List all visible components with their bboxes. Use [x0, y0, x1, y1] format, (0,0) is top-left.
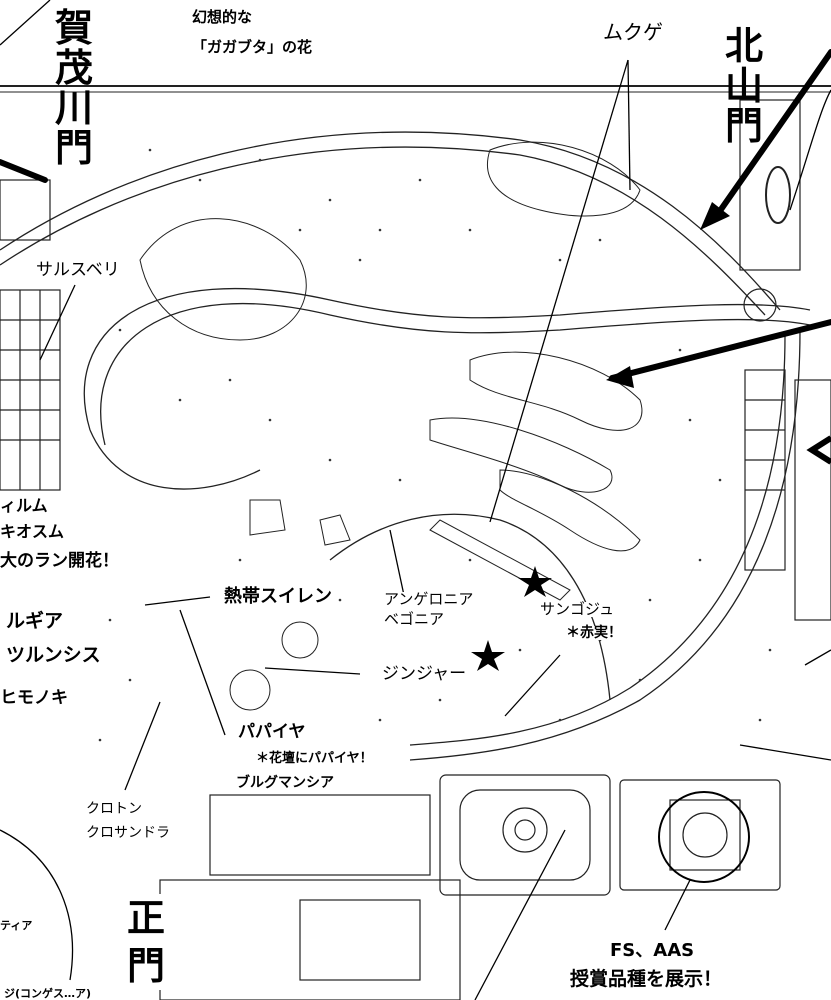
gagabuta-label-line1: 幻想的な — [192, 8, 253, 26]
main-roads — [0, 131, 811, 761]
tree-dots — [98, 148, 772, 742]
fs-aas-highlight-circle — [658, 791, 750, 883]
sarusuberi-label: サルスベリ — [36, 260, 120, 280]
croton-label: クロトン — [86, 801, 142, 817]
kamogawa-gate-label: 賀茂川門 — [54, 6, 93, 170]
star-marker-2 — [471, 640, 505, 671]
orchid-label-line3: 大のラン開花！ — [0, 551, 119, 571]
left-bottom-label-2: ジ(コンゲス…ア) — [4, 987, 92, 1000]
gagabuta-label-line2: 「ガガブタ」の花 — [192, 38, 313, 56]
arrows — [0, 49, 831, 381]
left-greenhouse-blocks — [0, 179, 61, 491]
orchid-label-line2: キオスム — [0, 522, 65, 541]
right-buildings — [739, 99, 831, 621]
begonia-label: ベゴニア — [384, 610, 445, 628]
mukuge-label: ムクゲ — [603, 20, 663, 44]
tropical-water-lily-label: 熱帯スイレン — [218, 586, 338, 608]
arrow-head-east — [806, 435, 831, 465]
papaya-label: パパイヤ — [238, 722, 306, 742]
brugia-label-line2: ツルンシス — [6, 644, 101, 666]
kitayama-gate-label: 北山門 — [724, 24, 763, 148]
red-berries-note: ＊赤実！ — [566, 625, 622, 641]
arrow-head-right — [606, 366, 634, 388]
sangoju-label: サンゴジュ — [540, 600, 614, 618]
angelonia-label: アンゲロニア — [384, 590, 474, 608]
brugmansia-label: ブルグマンシア — [236, 775, 334, 791]
main-gate-label: 正門 — [124, 894, 168, 990]
arrow-head-kitayama — [700, 202, 730, 230]
star-marker-1 — [518, 566, 552, 597]
left-bottom-label-1: ティア — [0, 919, 33, 932]
ginger-label: ジンジャー — [382, 664, 467, 684]
walkway — [429, 519, 571, 601]
orchid-label-line1: ィルム — [0, 496, 48, 515]
ponds — [139, 141, 643, 711]
himonoki-label: ヒモノキ — [0, 688, 68, 708]
fs-aas-label-line1: FS、AAS — [610, 940, 695, 961]
formal-gardens — [159, 774, 781, 1000]
crossandra-label: クロサンドラ — [86, 825, 170, 841]
fs-aas-label-line2: 授賞品種を展示！ — [570, 968, 723, 990]
brugia-label-line1: ルギア — [6, 610, 64, 632]
papaya-note: ＊花壇にパパイヤ！ — [256, 751, 373, 766]
